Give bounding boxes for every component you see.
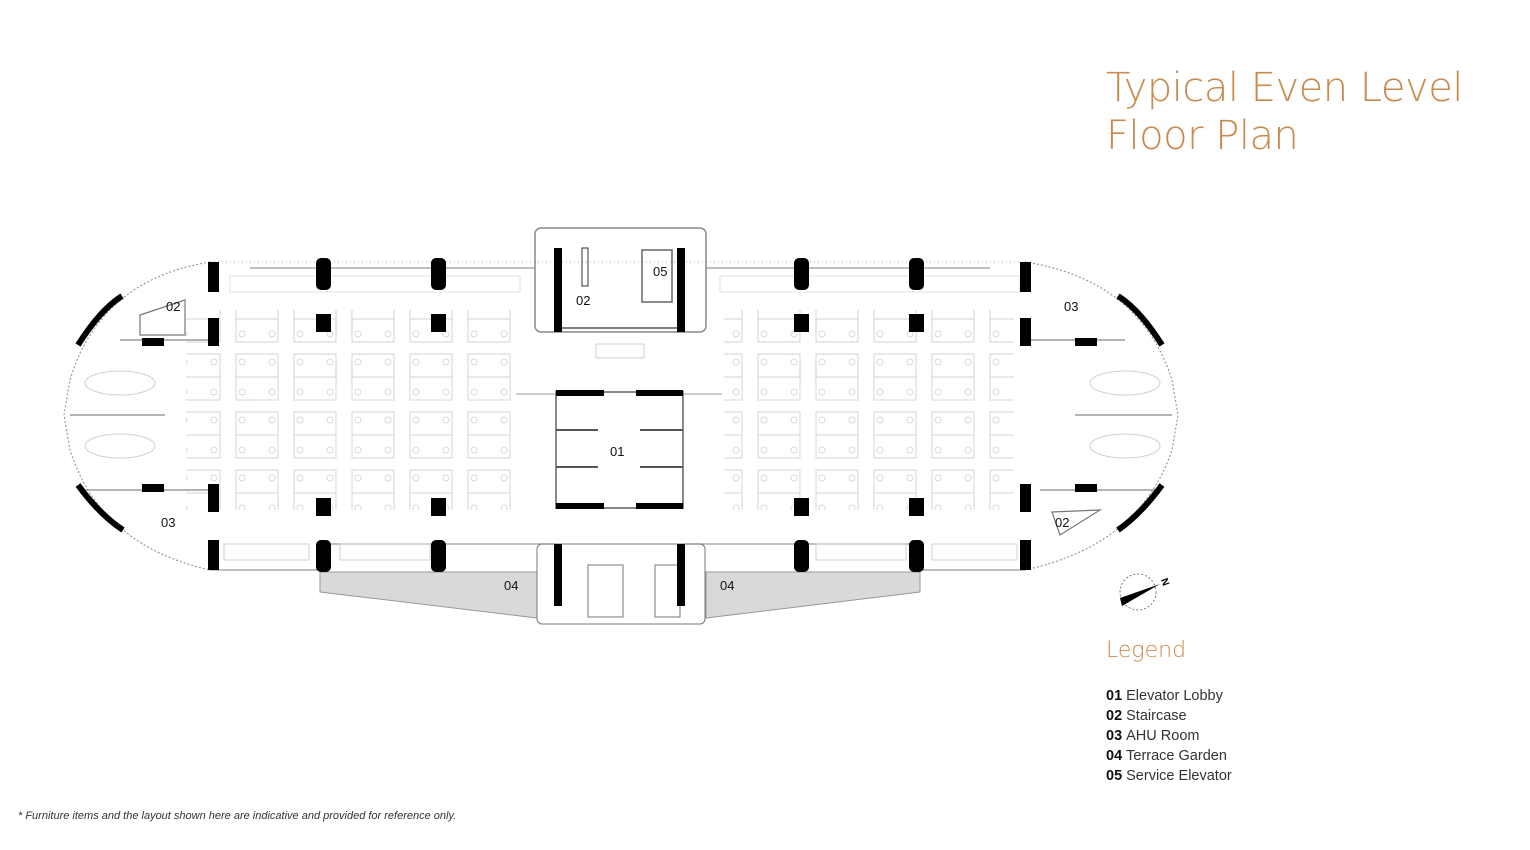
- structural-columns: [142, 248, 1097, 606]
- label-staircase-right: 02: [1055, 515, 1069, 530]
- legend-title: Legend: [1106, 638, 1187, 663]
- legend-code: 04: [1106, 748, 1123, 764]
- page-title: Typical Even Level Floor Plan: [1106, 64, 1463, 160]
- legend-label: Service Elevator: [1126, 768, 1232, 784]
- label-elevator-lobby: 01: [610, 444, 624, 459]
- north-label: N: [1158, 577, 1171, 588]
- label-staircase-left: 02: [166, 299, 180, 314]
- title-line-2: Floor Plan: [1106, 113, 1299, 159]
- label-terrace-left: 04: [504, 578, 518, 593]
- title-line-1: Typical Even Level: [1106, 65, 1463, 111]
- workstations: [84, 275, 1161, 561]
- label-terrace-right: 04: [720, 578, 734, 593]
- terrace-gardens: [319, 571, 921, 619]
- footnote: * Furniture items and the layout shown h…: [18, 810, 457, 822]
- legend-code: 03: [1106, 728, 1123, 744]
- label-ahu-left: 03: [161, 515, 175, 530]
- legend-code: 05: [1106, 768, 1123, 784]
- legend-label: Terrace Garden: [1126, 748, 1227, 764]
- elevator-core: [516, 390, 722, 509]
- label-staircase-core: 02: [576, 293, 590, 308]
- label-ahu-right: 03: [1064, 299, 1078, 314]
- service-core: [534, 227, 707, 333]
- legend-label: Staircase: [1126, 708, 1187, 724]
- legend-code: 01: [1106, 688, 1123, 704]
- curved-wall-segments: [75, 293, 1165, 533]
- legend-label: AHU Room: [1126, 728, 1200, 744]
- north-arrow-icon: N: [1119, 573, 1171, 611]
- legend-code: 02: [1106, 708, 1123, 724]
- legend-label: Elevator Lobby: [1126, 688, 1223, 704]
- label-service-elevator: 05: [653, 264, 667, 279]
